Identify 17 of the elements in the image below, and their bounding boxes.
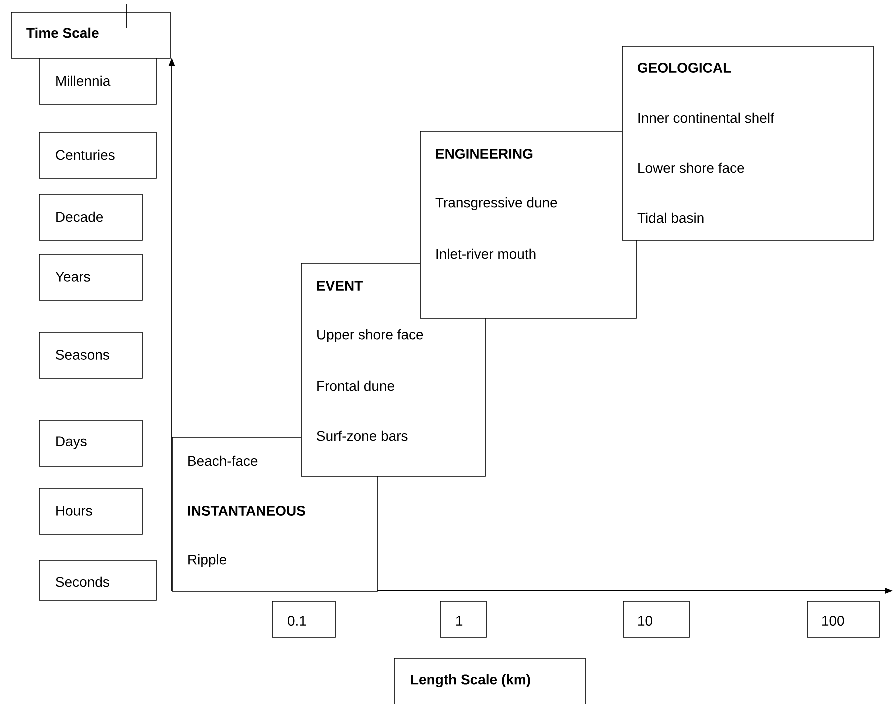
label-box: Decade (39, 194, 143, 241)
label-box: Seasons (39, 332, 143, 379)
label-box: 1 (440, 601, 487, 638)
label-box: Seconds (39, 560, 157, 601)
label-box: Centuries (39, 132, 157, 179)
axis-title-box: Length Scale (km) (394, 658, 586, 704)
title-box: Time Scale (11, 12, 171, 59)
label-box: Hours (39, 488, 143, 535)
scale-box: ENGINEERING Transgressive dune Inlet-river mouth (420, 131, 637, 319)
label-box: Millennia (39, 58, 157, 105)
scale-box: GEOLOGICAL Inner continental shelf Lower shore face Tidal basin (622, 46, 874, 241)
label-box: 10 (623, 601, 690, 638)
label-box: 100 (807, 601, 880, 638)
label-box: 0.1 (272, 601, 336, 638)
label-box: Days (39, 420, 143, 467)
scale-box: EVENT Upper shore face Frontal dune Surf-zone bars (301, 263, 486, 477)
label-box: Years (39, 254, 143, 301)
